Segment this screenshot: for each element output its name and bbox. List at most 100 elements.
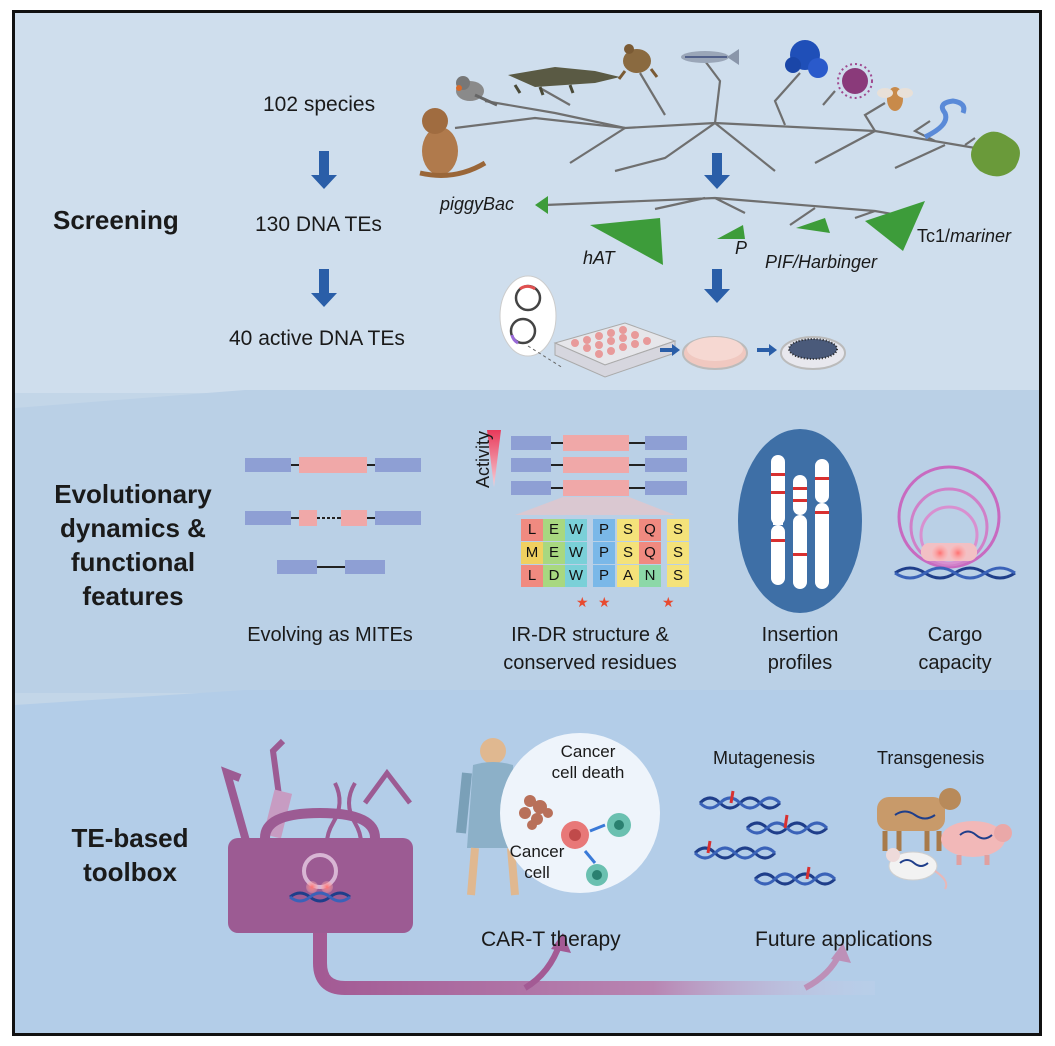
mite-diagrams [245,457,421,574]
cancer-cell-icon [561,821,589,849]
caption-insertion: Insertion profiles [735,621,865,677]
residue-cell: P [593,565,615,587]
star-icon: ★ [662,595,675,611]
family-label-hat: hAT [583,248,615,268]
te-row [511,480,687,496]
section-title-toolbox: TE-based toolbox [60,821,200,889]
caption-line: capacity [918,652,992,674]
mite-element [277,560,385,574]
dead-cancer-cell-icon [519,795,553,830]
label-car-t-therapy: CAR-T therapy [481,928,621,951]
fly-icon [877,87,913,111]
chromosome-2 [793,475,807,589]
deleted-element [245,510,421,526]
residue-cell: W [565,565,587,587]
graphical-abstract: ★ ★ ★ [12,10,1042,1036]
title-line: Evolutionary [54,479,212,509]
title-line: features [82,581,184,611]
flow-arrows [660,344,777,356]
coral-icon [785,40,828,78]
mutagenesis-dna-icons [693,790,837,886]
down-arrow-icon [704,153,730,189]
car-t-cell-icon [586,864,608,886]
sea-urchin-icon [837,63,873,99]
chromosome-3 [815,459,829,589]
piggybac-wedge [535,196,548,214]
residue-cell: W [565,542,587,564]
pif-wedge [796,218,830,233]
tc1-text: Tc1/ [917,226,951,246]
diagram-canvas: ★ ★ ★ [15,13,1039,1033]
caption-line: IR-DR structure & [511,624,669,646]
chromosome-1 [771,455,785,585]
residue-cell: L [521,519,543,541]
plasmid-bubble [499,275,564,369]
purple-flow-arrow [313,903,875,995]
te-family-tree [535,196,925,265]
zebrafish-icon [681,49,739,65]
star-icon: ★ [598,595,611,611]
label-line: Cancer [509,842,565,861]
residue-cell: S [617,519,639,541]
label-line: cell death [551,763,625,782]
worm-icon [923,98,967,140]
label-cancer-cell: Cancer cell [507,841,567,883]
caption-ir-dr: IR-DR structure & conserved residues [480,621,700,677]
caption-line: Cargo [927,624,983,646]
zoom-wedge [515,497,675,515]
label-mutagenesis: Mutagenesis [713,748,816,768]
family-label-p: P [735,238,748,258]
frog-icon [617,44,659,80]
cargo-capacity-diagram [894,465,1016,580]
right-arrow-icon [660,344,680,356]
hat-wedge [590,218,663,265]
finch-icon [456,76,498,107]
mouse-icon [886,848,948,890]
residue-cell: S [667,542,689,564]
residue-cell: Q [639,542,661,564]
down-arrow-icon [704,269,730,303]
label-transgenesis: Transgenesis [877,748,985,768]
label-future-applications: Future applications [755,928,933,951]
residue-cell: N [639,565,661,587]
section-title-screening: Screening [53,205,179,235]
residue-cell: Q [639,519,661,541]
species-silhouettes [419,40,1020,178]
residue-cell: L [521,565,543,587]
insertion-profile-diagram [738,429,862,613]
title-line: toolbox [83,857,177,887]
cow-icon [877,788,961,851]
species-tree [454,60,1006,173]
culture-dish-icon [682,336,748,370]
residue-cell: E [543,542,565,564]
down-arrow-icon [311,269,337,307]
residue-cell: P [593,519,615,541]
residue-cell: D [543,565,565,587]
crocodile-icon [508,67,620,96]
arrow-head-icon [551,933,571,953]
tc1-wedge [865,201,925,251]
title-line: TE-based [71,823,189,853]
residue-cell: M [521,542,543,564]
family-label-tc1-mariner: Tc1/mariner [917,226,1011,247]
activity-triangle [487,430,501,487]
caption-line: Insertion [761,624,839,646]
right-arrow-icon [757,344,777,356]
toolbox-icon [221,738,413,933]
family-label-piggybac: piggyBac [440,194,515,214]
family-label-pif-harbinger: PIF/Harbinger [765,252,878,272]
step-dna-tes: 130 DNA TEs [255,213,382,236]
well-plate-icon [553,322,677,378]
label-cancer-cell-death: Cancer cell death [543,741,633,783]
colony-dish-icon [780,336,846,370]
star-icon: ★ [576,595,589,611]
residue-cell: P [593,542,615,564]
residue-cell: S [667,565,689,587]
pig-icon [941,821,1012,865]
activity-label: Activity [473,430,494,489]
car-t-cell-icon [607,813,631,837]
plant-icon [971,131,1020,177]
step-active-tes: 40 active DNA TEs [229,327,405,350]
section-title-evolution: Evolutionary dynamics & functional featu… [33,477,233,613]
conserved-residue-stars: ★ ★ ★ [576,595,675,611]
